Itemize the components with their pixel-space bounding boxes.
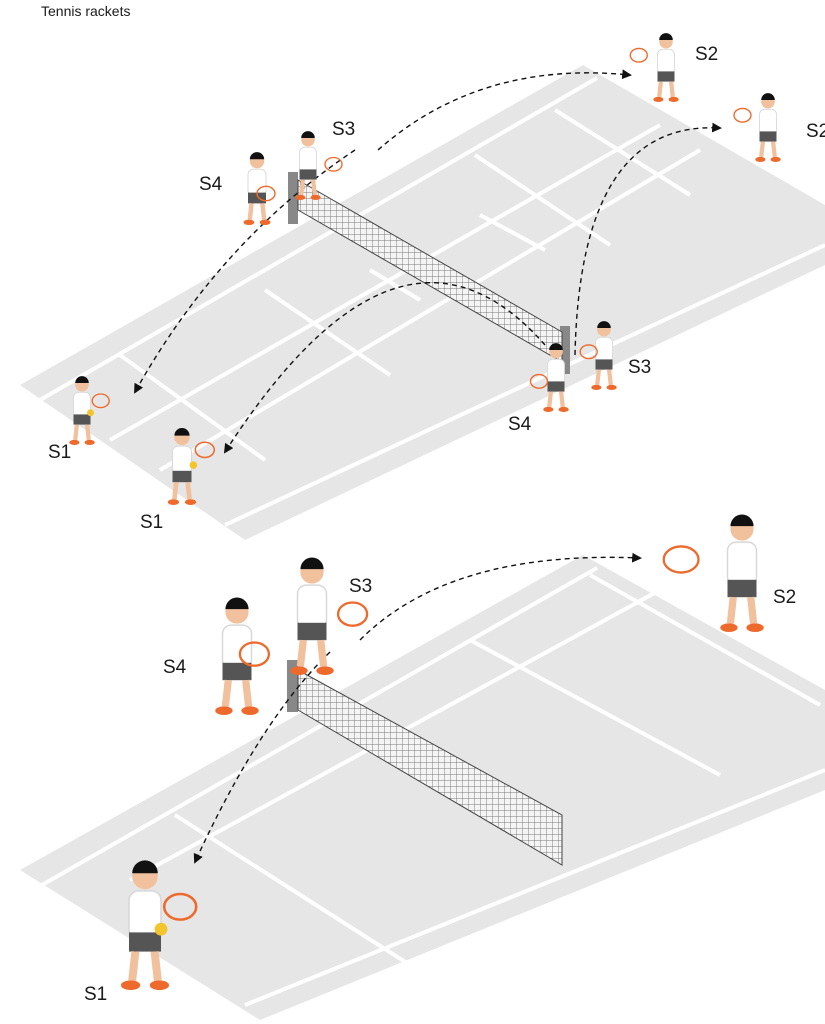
label-s3-left: S3 [332, 119, 355, 140]
bottom-court-diagram: S1 S2 S3 S4 [20, 515, 825, 1020]
label-s4-left: S4 [199, 174, 223, 195]
label-s1-right: S1 [140, 512, 163, 533]
label-s2: S2 [773, 587, 796, 608]
label-s4: S4 [163, 657, 187, 678]
tennis-racket-icon [630, 48, 647, 62]
label-s1-left: S1 [48, 442, 71, 463]
tennis-ball-icon [155, 923, 168, 936]
label-s3-right: S3 [628, 357, 651, 378]
label-s4-right: S4 [508, 414, 532, 435]
tennis-racket-icon [338, 603, 367, 626]
top-court-diagram: S1 S1 S2 S2 S3 S4 S3 S4 [20, 33, 825, 540]
tennis-racket-icon [664, 546, 699, 572]
tennis-ball-icon [190, 461, 198, 469]
top-player-s4-left [244, 152, 276, 225]
label-s2-left: S2 [695, 44, 718, 65]
label-s1: S1 [84, 984, 107, 1005]
tennis-ball-icon [87, 409, 94, 416]
tennis-racket-icon [325, 158, 342, 172]
bottom-player-s4 [215, 598, 269, 715]
top-player-s2-right [734, 93, 781, 162]
top-player-s3-left [295, 131, 342, 200]
label-s2-right: S2 [806, 121, 825, 142]
tennis-racket-icon [734, 108, 751, 122]
label-s3: S3 [349, 576, 372, 597]
top-player-s2-left [630, 33, 678, 102]
